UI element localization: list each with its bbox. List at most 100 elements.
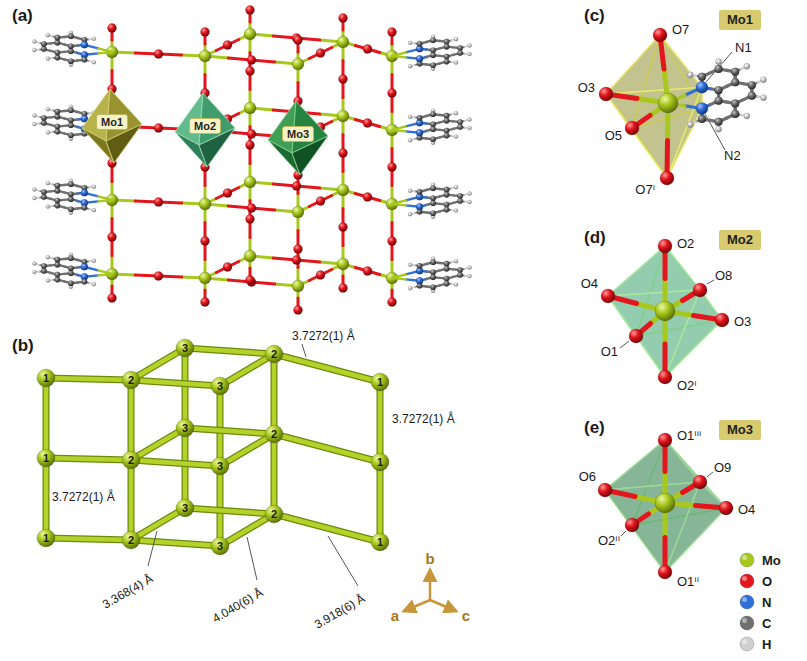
lattice-rod	[183, 348, 188, 428]
hydrogen-atom	[408, 115, 412, 119]
leader-line	[621, 531, 626, 536]
mo-atom	[199, 272, 211, 284]
hydrogen-atom	[468, 44, 472, 48]
lattice-node	[371, 453, 389, 471]
legend-swatch-box	[738, 614, 756, 632]
carbon-atom	[457, 198, 463, 204]
lattice-rod-outline	[131, 348, 185, 380]
carbon-atom	[55, 124, 61, 130]
lattice-rod-outline	[131, 460, 220, 466]
hydrogen-atom	[46, 131, 50, 135]
carbon-atom	[68, 107, 74, 113]
carbon-atom	[68, 280, 74, 286]
nitrogen-atom	[81, 263, 88, 270]
axis-label: b	[425, 551, 434, 568]
lattice-rod-outline	[217, 466, 224, 546]
carbon-atom	[417, 41, 423, 47]
oxygen-atom	[658, 370, 672, 384]
hydrogen-atom	[468, 52, 472, 56]
hydrogen-atom	[408, 286, 412, 290]
lattice-node	[37, 369, 55, 387]
lattice-rod-outline	[220, 514, 274, 546]
site-name: Mo3	[727, 423, 753, 438]
octahedron	[268, 101, 328, 175]
lattice-rod	[46, 538, 131, 540]
mo-site-tag: Mo1	[96, 114, 128, 131]
site-number: 1	[377, 536, 383, 548]
lattice-rod-outline	[217, 386, 224, 466]
lattice-node	[211, 377, 229, 395]
lattice-rod-outline	[46, 378, 131, 380]
carbon-atom	[68, 206, 74, 212]
lattice-node	[211, 537, 229, 555]
lattice-rod	[183, 428, 188, 508]
mo-atom	[292, 280, 304, 292]
atom-label: O8	[715, 269, 732, 283]
framework-atoms	[106, 6, 398, 315]
carbon-atom	[41, 263, 47, 269]
carbon-atom	[68, 43, 74, 49]
octahedron-face	[605, 482, 700, 572]
site-number: 2	[128, 534, 134, 546]
site-name: Mo1	[727, 13, 753, 28]
lattice-rod	[220, 514, 274, 546]
hydrogen-atom	[46, 279, 50, 283]
lattice-rod	[272, 354, 277, 434]
lattice-rod	[274, 354, 380, 382]
site-number: 1	[43, 372, 49, 384]
phen-ligand	[32, 31, 112, 67]
site-name: Mo1	[101, 116, 123, 129]
carbon-atom	[55, 50, 61, 56]
oxygen-atom	[108, 294, 117, 303]
hydrogen-atom	[32, 196, 36, 200]
lattice-rod-outline	[182, 428, 189, 508]
carbon-atom	[41, 41, 47, 47]
mo-atom	[655, 301, 675, 321]
axis-glyph	[404, 570, 456, 611]
oxygen-atom	[292, 256, 301, 265]
hydrogen-atom	[92, 60, 96, 64]
hydrogen-atom	[32, 40, 36, 44]
carbon-atom	[41, 189, 47, 195]
oxygen-atom	[388, 237, 397, 246]
hydrogen-atom	[760, 95, 766, 101]
lattice-rod	[46, 458, 131, 460]
hydrogen-atom	[468, 274, 472, 278]
mo-atom	[244, 250, 256, 262]
mo-atom	[244, 102, 256, 114]
site-number: 2	[128, 454, 134, 466]
leader-line	[328, 536, 358, 586]
bond-half	[98, 196, 112, 200]
carbon-atom	[715, 86, 723, 94]
hydrogen-atom	[454, 259, 458, 263]
distance-label: 3.7272(1) Å	[292, 330, 355, 343]
legend-row: O	[738, 572, 772, 590]
hydrogen-atom	[32, 48, 36, 52]
atom-label: O1ⁱⁱⁱ	[677, 429, 701, 443]
carbon-atom	[444, 44, 450, 50]
atom-label: N2	[724, 149, 741, 163]
lattice-rod-outline	[185, 428, 274, 434]
atom-label: O7	[672, 23, 689, 37]
oxygen-atom	[339, 223, 348, 232]
swatch-highlight	[742, 618, 747, 623]
lattice-rod	[378, 382, 383, 462]
hydrogen-atom	[92, 37, 96, 41]
hydrogen-atom	[408, 138, 412, 142]
site-number: 3	[182, 342, 188, 354]
lattice-rod-outline	[185, 348, 274, 354]
hydrogen-atom	[46, 57, 50, 61]
oxygen-atom	[598, 483, 612, 497]
legend-text: O	[762, 574, 772, 589]
leader-line	[620, 341, 629, 348]
lattice-node	[122, 451, 140, 469]
framework-illustration	[32, 6, 471, 315]
lattice-node	[37, 449, 55, 467]
phen-ligand	[392, 35, 472, 71]
lattice-rod-outline	[182, 348, 189, 428]
carbon-atom	[444, 133, 450, 139]
carbon-atom	[715, 118, 723, 126]
oxygen-atom	[246, 276, 255, 285]
leader-line	[148, 531, 157, 566]
hydrogen-atom	[687, 72, 693, 78]
